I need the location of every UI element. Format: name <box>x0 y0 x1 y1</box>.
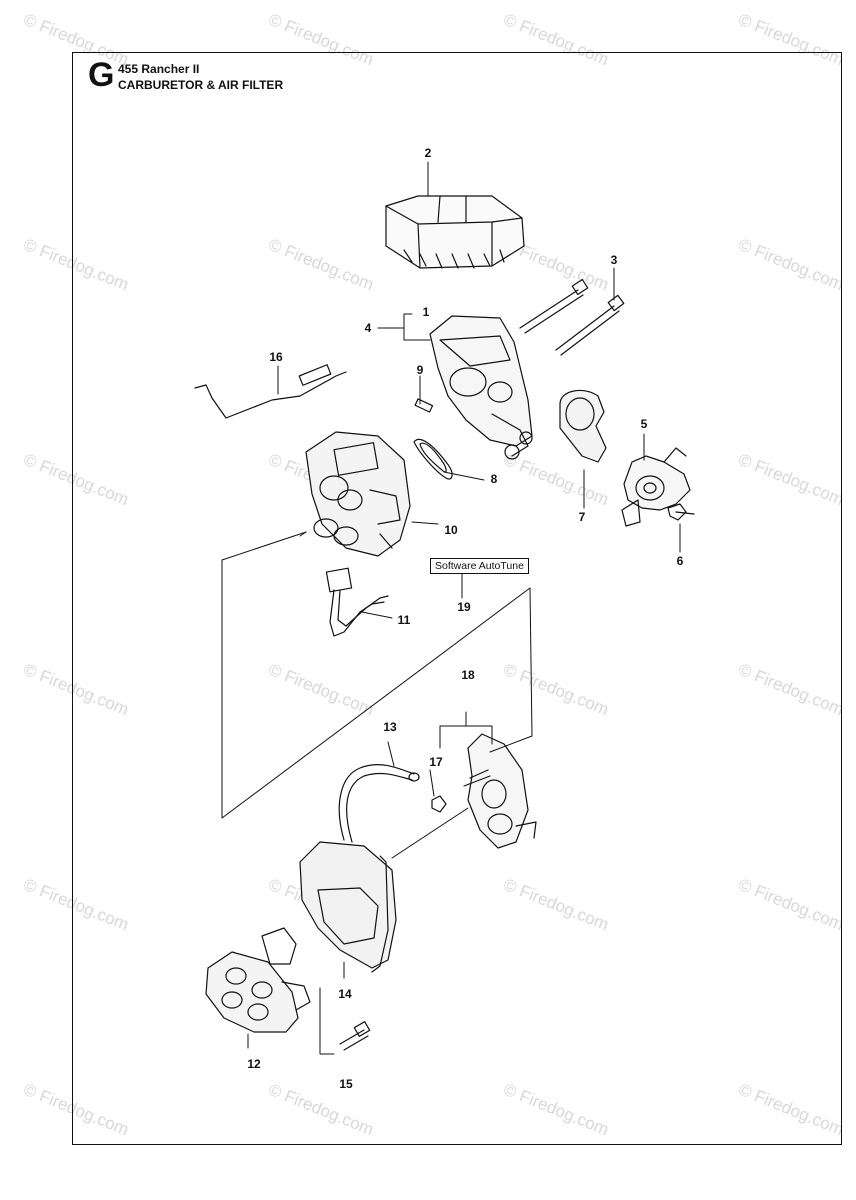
callout-10: 10 <box>444 523 458 537</box>
callout-13: 13 <box>383 720 397 734</box>
carburetor <box>305 431 411 557</box>
callout-6: 6 <box>676 554 684 568</box>
callout-7: 7 <box>578 510 586 524</box>
callout-3: 3 <box>610 253 618 267</box>
carburetor-housing-part-14 <box>299 841 397 973</box>
screw-part-6 <box>667 503 695 521</box>
intake-adapter-part-18 <box>463 733 537 849</box>
bolt-part-3 <box>519 278 625 356</box>
sensor-part-11 <box>325 567 389 637</box>
software-autotune-label: Software AutoTune <box>430 558 529 574</box>
callout-15: 15 <box>339 1077 353 1091</box>
callout-4: 4 <box>364 321 372 335</box>
page-frame <box>72 52 842 1145</box>
callout-9: 9 <box>416 363 424 377</box>
callout-19: 19 <box>457 600 471 614</box>
callout-16: 16 <box>269 350 283 364</box>
gasket-part-8 <box>413 438 453 480</box>
callout-5: 5 <box>640 417 648 431</box>
hose-part-13 <box>338 764 420 843</box>
section-title: CARBURETOR & AIR FILTER <box>118 78 284 92</box>
clip-part-9 <box>414 398 434 413</box>
callout-14: 14 <box>338 987 352 1001</box>
bolt-part-15 <box>339 1021 371 1051</box>
callout-12: 12 <box>247 1057 261 1071</box>
bracket-part-7 <box>559 389 607 463</box>
nut-part-17 <box>431 795 447 813</box>
intake-manifold-part-12 <box>205 927 311 1033</box>
callout-17: 17 <box>429 755 443 769</box>
callout-8: 8 <box>490 472 498 486</box>
flywheel-part-5 <box>621 447 691 527</box>
air-filter-housing <box>429 315 533 460</box>
model-name: 455 Rancher II <box>118 62 200 76</box>
callout-11: 11 <box>397 613 411 627</box>
air-filter-cover <box>385 195 525 269</box>
leader-lines <box>221 161 681 1055</box>
callout-1: 1 <box>422 305 430 319</box>
cable-part-16 <box>194 364 347 419</box>
callout-2: 2 <box>424 146 432 160</box>
section-letter: G <box>88 56 115 94</box>
callout-18: 18 <box>461 668 475 682</box>
